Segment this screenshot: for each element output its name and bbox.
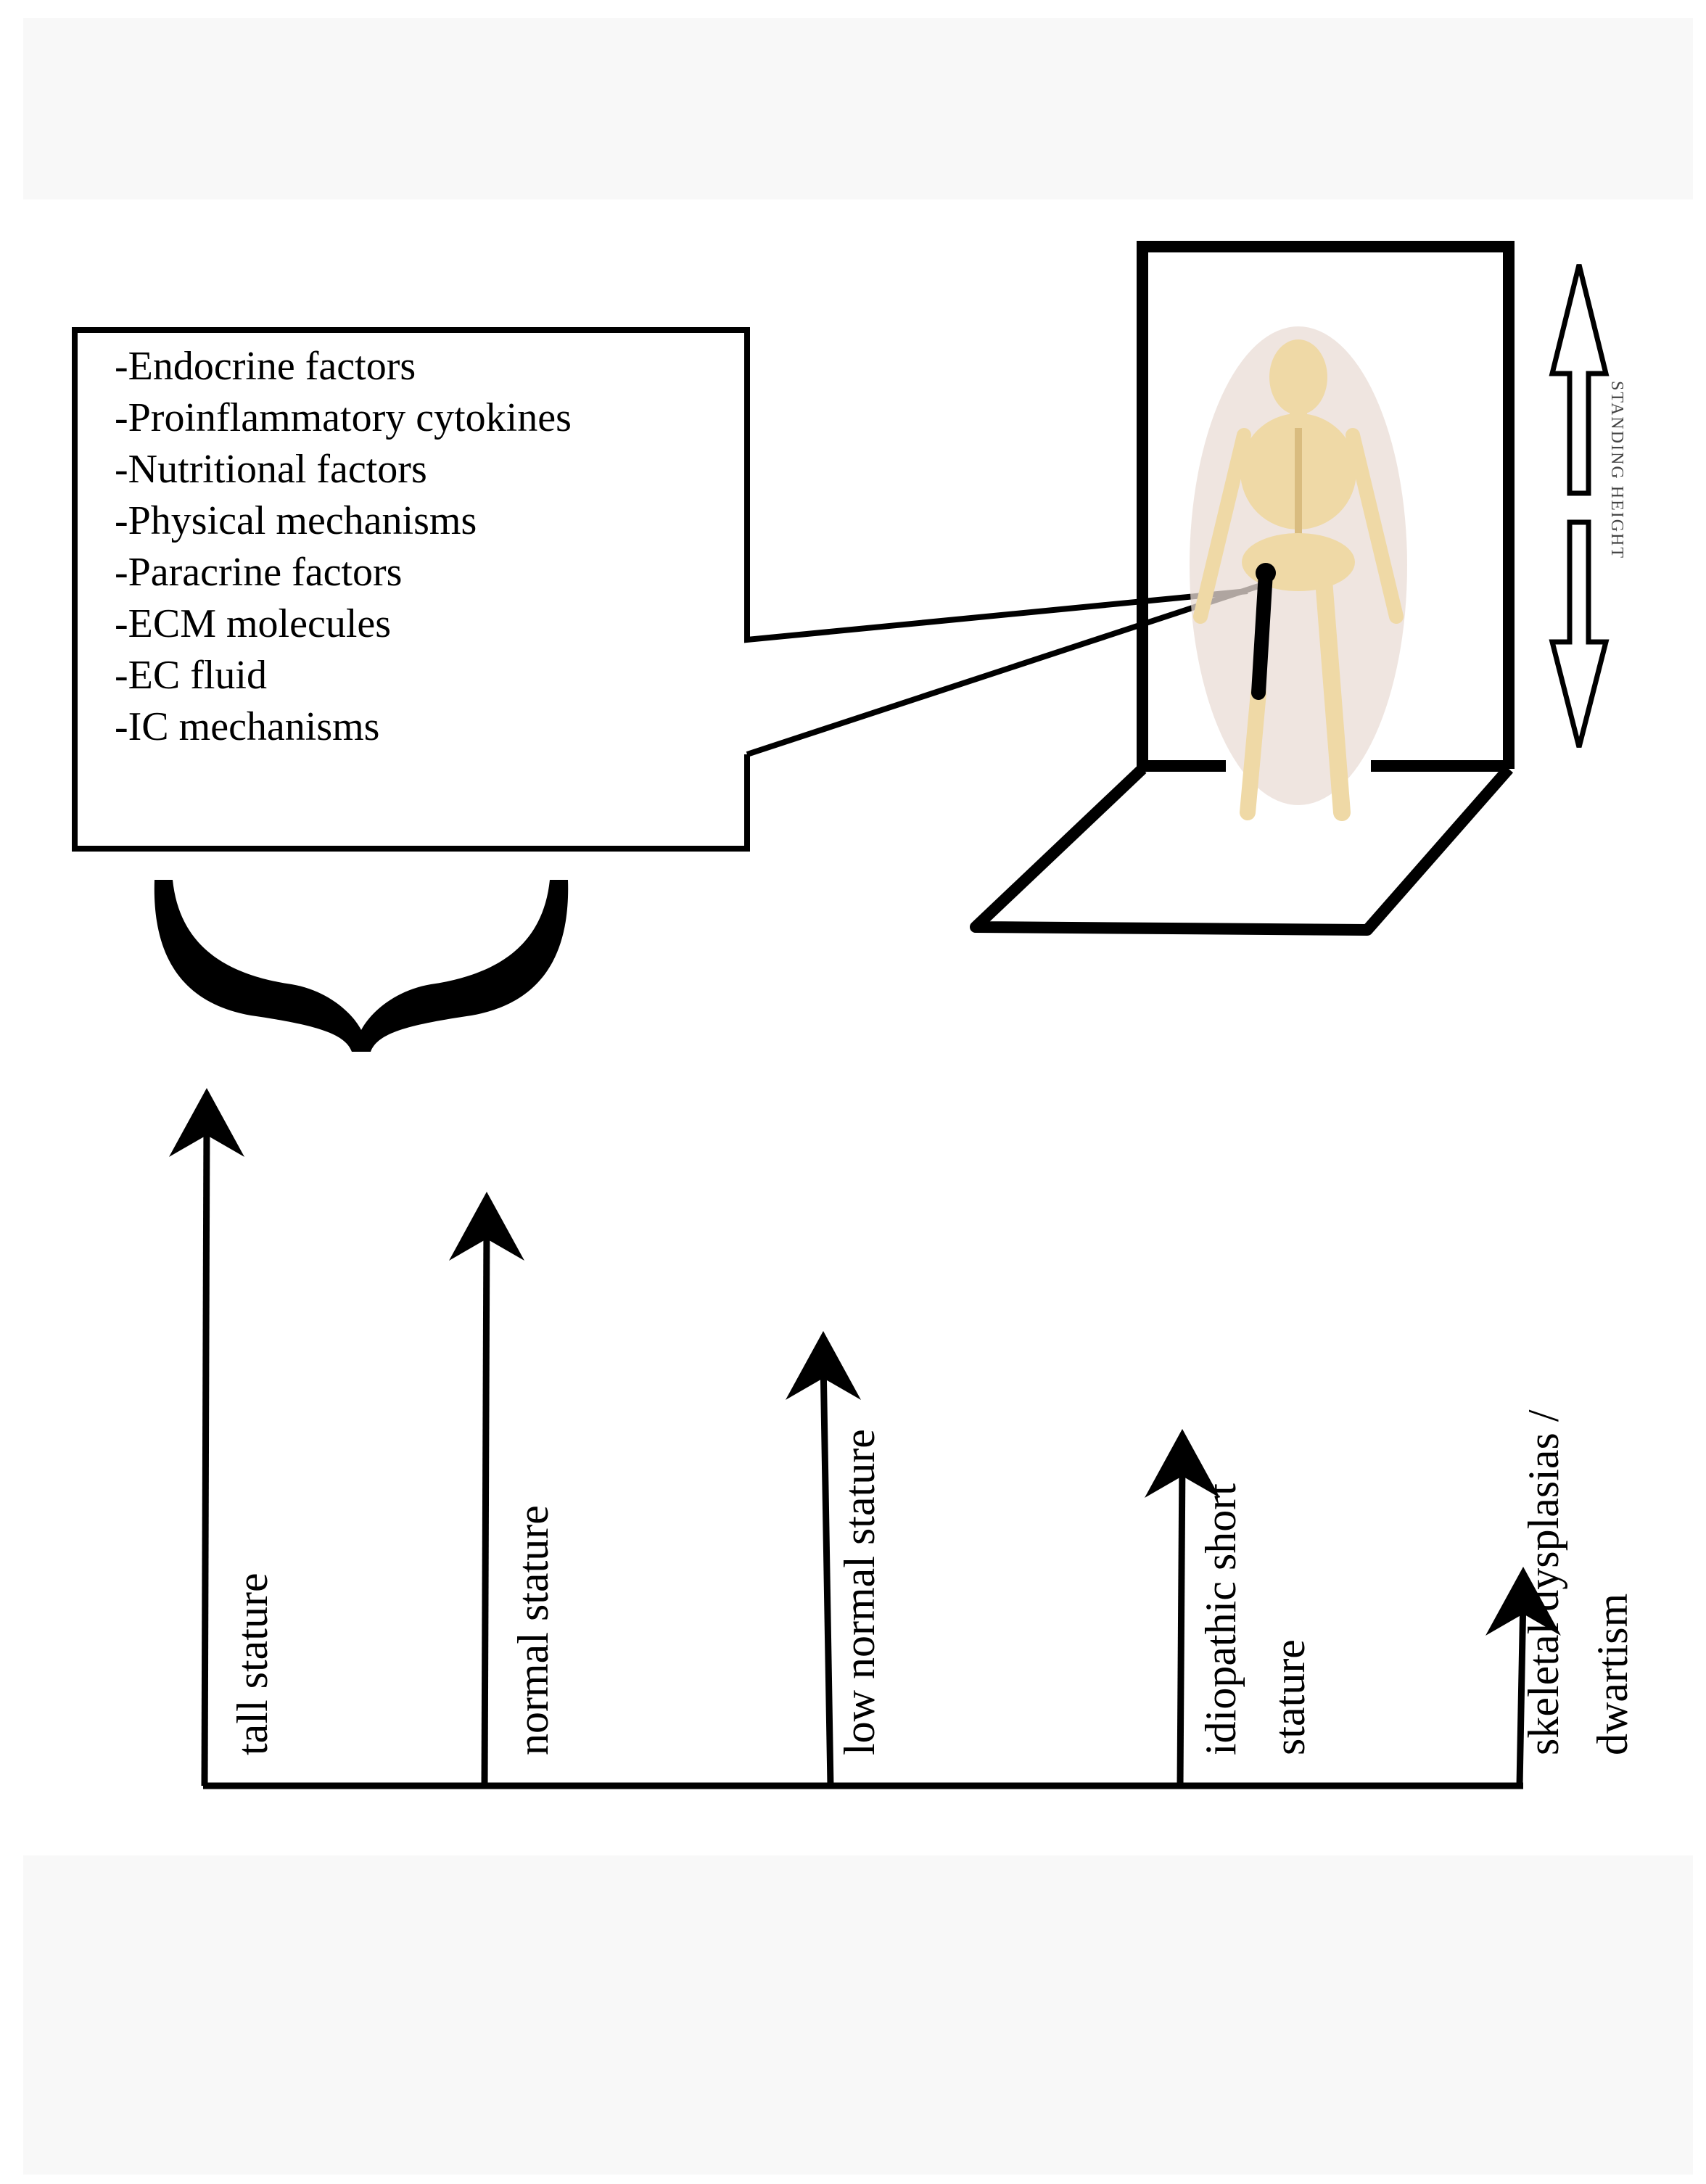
right-leg [1315, 572, 1351, 821]
factors-box-outline [72, 327, 1248, 852]
booth-floor [970, 765, 1514, 936]
top-band [23, 18, 1693, 199]
stature-arrowhead [1145, 1429, 1220, 1498]
stature-label: normal stature [509, 1505, 557, 1755]
femur-head [1256, 563, 1276, 583]
stature-arrowhead [1485, 1567, 1561, 1636]
factor-item: -Physical mechanisms [115, 498, 477, 543]
factor-item: -EC fluid [115, 653, 267, 698]
booth-frame [1137, 241, 1515, 769]
double-arrow-icon [1549, 264, 1610, 748]
factor-item: -Endocrine factors [115, 344, 416, 389]
height-booth [970, 241, 1515, 936]
left-lower-leg [1240, 685, 1266, 820]
factor-item: -ECM molecules [115, 601, 391, 646]
standing-height-label: STANDING HEIGHT [1607, 381, 1626, 559]
stature-label: skeletal dysplasias / dwartism [1520, 1409, 1636, 1755]
human-skeleton-icon [1190, 326, 1407, 821]
stature-label: idiopathic short stature [1197, 1483, 1314, 1755]
factor-item: -IC mechanisms [115, 704, 379, 749]
right-arm [1346, 428, 1404, 624]
stature-arrowhead [169, 1088, 244, 1157]
stature-arrow-shaft [1516, 1595, 1527, 1787]
stature-arrow-shaft [1177, 1457, 1186, 1787]
stature-arrowhead [449, 1192, 524, 1261]
left-arm [1193, 428, 1251, 624]
stature-label-line: skeletal dysplasias / [1520, 1409, 1567, 1755]
stature-label-line: normal stature [509, 1505, 557, 1755]
stature-label-line: dwartism [1588, 1594, 1636, 1755]
stature-label-line: tall stature [228, 1573, 276, 1755]
down-arrow [1549, 519, 1610, 748]
pointer-line-lower [746, 583, 1260, 757]
stature-label-line: low normal stature [836, 1429, 883, 1755]
factor-item: -Paracrine factors [115, 550, 402, 595]
up-arrow [1549, 264, 1610, 496]
stature-label-line: stature [1266, 1639, 1314, 1755]
stature-arrow-shaft [201, 1116, 210, 1787]
stature-arrow-shaft [481, 1220, 490, 1787]
stature-arrow-shaft [820, 1359, 834, 1787]
factor-item: -Nutritional factors [115, 447, 427, 492]
factors-box: -Endocrine factors -Proinflammatory cyto… [72, 327, 1260, 852]
stature-arrows: tall stature normal stature low normal sta… [169, 1088, 1636, 1787]
stature-label: low normal stature [836, 1429, 883, 1755]
stature-label: tall stature [228, 1573, 276, 1755]
curly-brace-icon [154, 880, 569, 1052]
highlighted-femur [1251, 566, 1273, 700]
factor-item: -Proinflammatory cytokines [115, 395, 572, 440]
stature-arrowhead [786, 1331, 861, 1400]
stature-label-line: idiopathic short [1197, 1483, 1245, 1755]
skull [1269, 339, 1327, 415]
bottom-band [23, 1855, 1693, 2175]
